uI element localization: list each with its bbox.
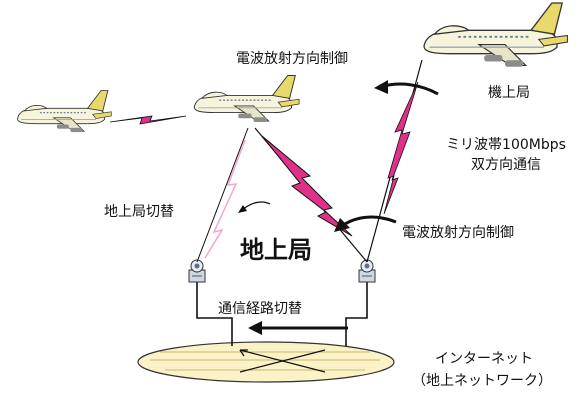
ground-station-label: 地上局 xyxy=(240,236,312,264)
airborne-station-label: 機上局 xyxy=(488,85,530,101)
ground-handover-label: 地上局切替 xyxy=(104,204,174,220)
internet-ellipse xyxy=(137,341,395,383)
curved-arrow-top-icon xyxy=(374,80,439,96)
mmwave-label-line2: 双方向通信 xyxy=(471,157,541,173)
mmwave-label-line1: ミリ波帯100Mbps xyxy=(446,137,566,153)
link-line-left-faint xyxy=(196,127,249,263)
ground-antenna-right-icon xyxy=(358,259,376,283)
curved-arrow-handover-icon xyxy=(238,201,271,213)
airplane-left-icon xyxy=(16,89,112,133)
ground-antenna-left-icon xyxy=(188,259,206,283)
ground-network-lines xyxy=(196,278,368,346)
lightning-link-plane-to-plane-icon xyxy=(109,115,187,125)
internet-route-arrows xyxy=(239,349,326,373)
airplane-middle-icon xyxy=(193,74,300,123)
lightning-link-right-vertical-icon xyxy=(383,81,419,215)
airplane-top-right-icon xyxy=(423,2,569,68)
internet-label-line2: （地上ネットワーク） xyxy=(412,373,552,389)
route-switch-arrow xyxy=(248,321,348,335)
curved-arrow-ground-beam-icon xyxy=(334,215,397,232)
internet-label-line1: インターネット xyxy=(435,351,533,367)
internet-hatching xyxy=(150,351,380,371)
lightning-link-left-faint-icon xyxy=(204,139,246,259)
beam-control-top-label: 電波放射方向制御 xyxy=(236,51,348,67)
route-switch-label: 通信経路切替 xyxy=(218,301,302,317)
lightning-link-ground-to-plane-icon xyxy=(261,135,353,237)
beam-control-ground-label: 電波放射方向制御 xyxy=(402,225,514,241)
